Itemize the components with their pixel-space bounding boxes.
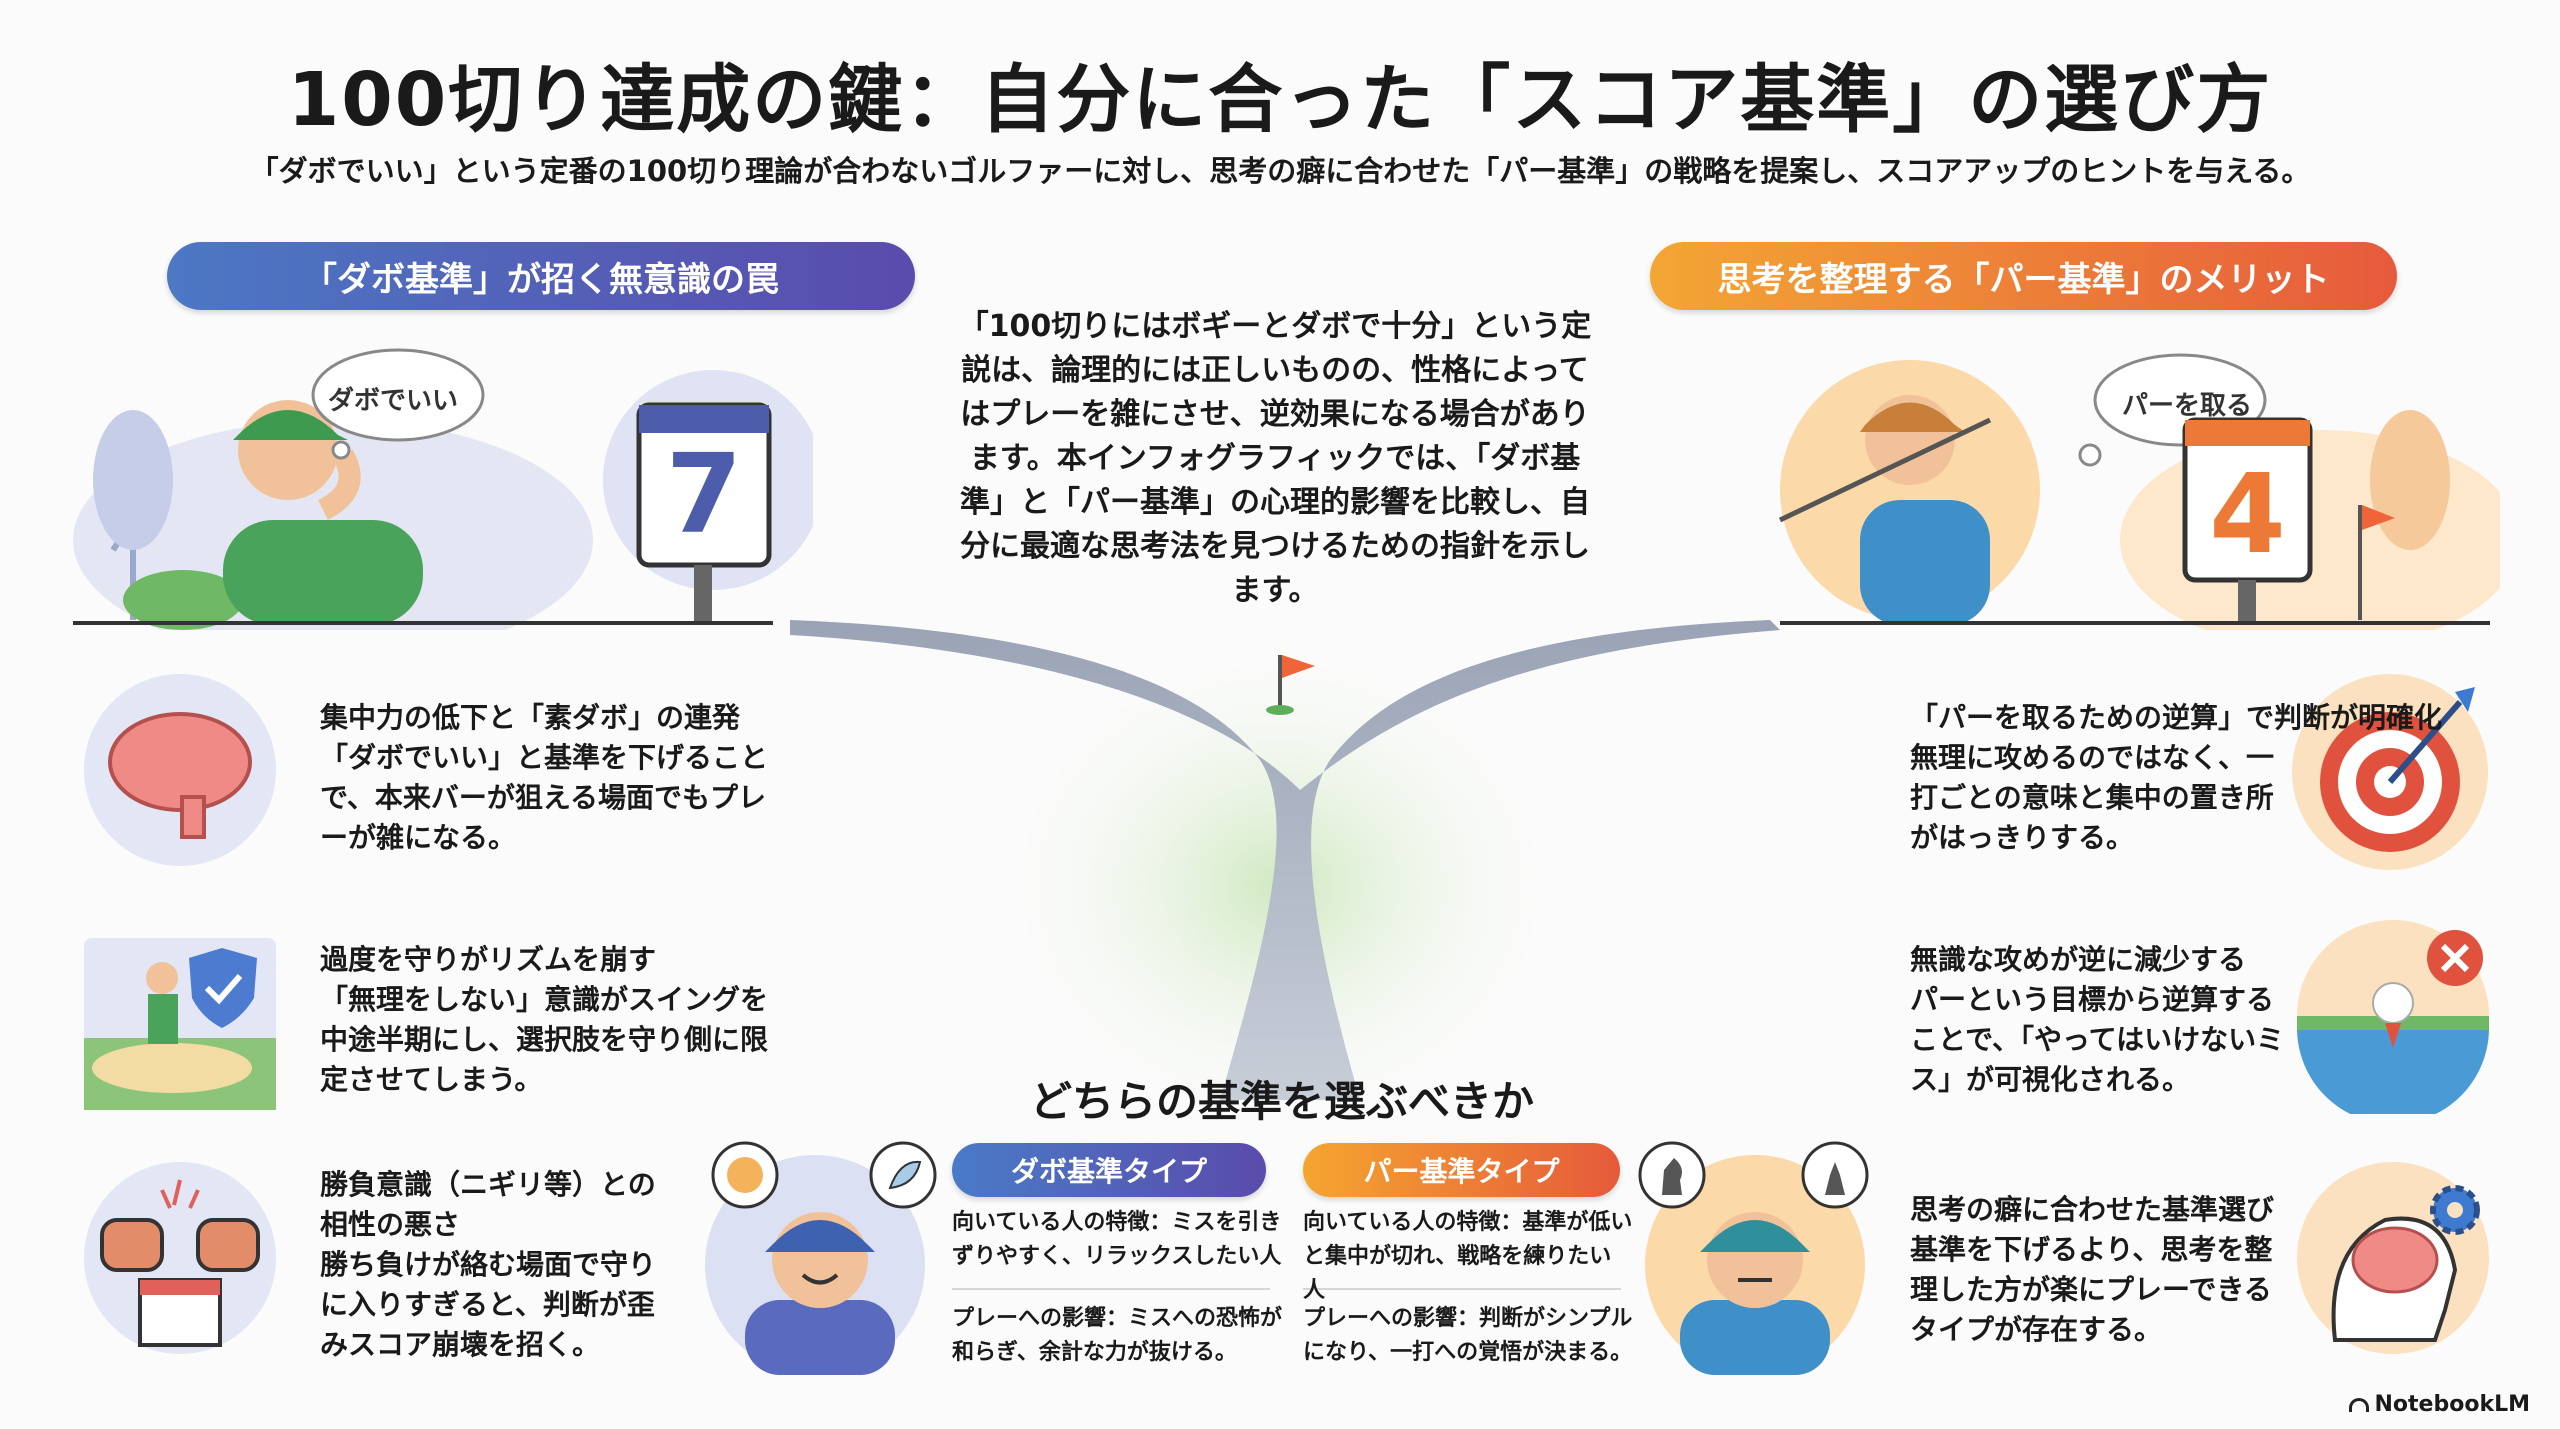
thought-bubble [311, 348, 485, 442]
dabo-type-label: ダボ基準タイプ [952, 1143, 1266, 1197]
score-sign-number: 7 [665, 430, 743, 558]
par-golfer-scene [1778, 353, 2500, 630]
item-title: 思考の癖に合わせた基準選び [1910, 1193, 2275, 1226]
smiley-icon [727, 1157, 763, 1193]
golfer-shirt [1860, 500, 1990, 625]
brand-label: NotebookLM [2374, 1392, 2530, 1417]
page-title: 100切り達成の鍵：自分に合った「スコア基準」の選び方 [287, 57, 2273, 143]
brain-gear-icon [2297, 1162, 2489, 1354]
par-type-label: パー基準タイプ [1303, 1143, 1620, 1197]
item-body: 勝ち負けが絡む場面で守りに入りすぎると、判断が歪みスコア崩壊を招く。 [320, 1248, 657, 1361]
divider [1303, 1288, 1621, 1290]
diverging-road-illustration [790, 600, 1780, 1100]
golfer-cap [1860, 402, 1965, 432]
par-thought-bubble-text: パーを取る [2122, 391, 2253, 421]
item-title: 勝負意識（ニギリ等）との相性の悪さ [320, 1168, 656, 1241]
item-body: 無理に攻めるのではなく、一打ごとの意味と集中の置き所がはっきりする。 [1910, 741, 2275, 854]
par-item-2: 無識な攻めが逆に減少するパーという目標から逆算することで、「やってはいけないミス… [1910, 940, 2290, 1100]
dabo-item-3: 勝負意識（ニギリ等）との相性の悪さ勝ち負けが絡む場面で守りに入りすぎると、判断が… [320, 1165, 790, 1365]
notebooklm-logo: NotebookLM [2348, 1392, 2530, 1417]
golf-club [1778, 417, 1992, 523]
golfer-shirt [223, 520, 423, 625]
dabo-thought-bubble-text: ダボでいい [328, 386, 459, 416]
dabo-type-person [705, 1141, 937, 1375]
flag-icon [2362, 505, 2395, 530]
chess-bishop-icon [1825, 1162, 1845, 1195]
dabo-item-2: 過度を守りがリズムを崩す「無理をしない」意識がスイングを中途半期にし、選択肢を守… [320, 940, 790, 1100]
item-title: 無識な攻めが逆に減少する [1910, 943, 2247, 976]
dabo-effect: プレーへの影響：ミスへの恐怖が和らぎ、余計な力が抜ける。 [952, 1306, 1283, 1365]
item-body: 「無理をしない」意識がスイングを中途半期にし、選択肢を守り側に限定させてしまう。 [320, 983, 769, 1096]
par-traits: 向いている人の特徴：基準が低いと集中が切れ、戦略を練りたい人 [1303, 1210, 1633, 1303]
dabo-section-heading: 「ダボ基準」が招く無意識の罠 [167, 242, 915, 310]
item-body: 「ダボでいい」と基準を下げることで、本来バーが狙える場面でもプレーが雑になる。 [320, 741, 769, 854]
item-title: 「パーを取るための逆算」で判断が明確化 [1910, 701, 2443, 734]
flag-icon [1282, 655, 1315, 678]
par-item-3: 思考の癖に合わせた基準選び基準を下げるより、思考を整理した方が楽にプレーできるタ… [1910, 1190, 2290, 1350]
bunker-shield-icon [84, 938, 276, 1110]
dabo-golfer-scene [73, 348, 813, 630]
dabo-traits: 向いている人の特徴：ミスを引きずりやすく、リラックスしたい人 [952, 1210, 1282, 1269]
water-hazard-icon [2297, 920, 2489, 1114]
chess-knight-icon [1662, 1158, 1682, 1195]
intro-paragraph: 「100切りにはボギーとダボで十分」という定説は、論理的には正しいものの、性格に… [958, 309, 1592, 608]
item-body: 基準を下げるより、思考を整理した方が楽にプレーできるタイプが存在する。 [1910, 1233, 2273, 1346]
fists-calendar-icon [84, 1162, 276, 1354]
feather-icon [888, 1160, 922, 1190]
par-section-heading: 思考を整理する「パー基準」のメリット [1650, 242, 2397, 310]
item-title: 過度を守りがリズムを崩す [320, 943, 657, 976]
item-title: 集中力の低下と「素ダボ」の連発 [320, 701, 741, 734]
compare-heading: どちらの基準を選ぶべきか [1029, 1077, 1534, 1126]
page-subtitle: 「ダボでいい」という定番の100切り理論が合わないゴルファーに対し、思考の癖に合… [249, 154, 2311, 188]
score-sign-number: 4 [2209, 450, 2286, 578]
golfer-cap [233, 410, 348, 440]
brain-icon [84, 674, 276, 866]
par-item-1: 「パーを取るための逆算」で判断が明確化無理に攻めるのではなく、一打ごとの意味と集… [1910, 698, 2470, 858]
item-body: パーという目標から逆算することで、「やってはいけないミス」が可視化される。 [1910, 983, 2285, 1096]
dabo-item-1: 集中力の低下と「素ダボ」の連発「ダボでいい」と基準を下げることで、本来バーが狙え… [320, 698, 790, 858]
notebooklm-icon [2348, 1397, 2369, 1412]
divider [952, 1288, 1270, 1290]
par-type-person [1638, 1141, 1869, 1375]
target-icon [2292, 674, 2488, 870]
par-effect: プレーへの影響：判断がシンプルになり、一打への覚悟が決まる。 [1303, 1306, 1633, 1365]
